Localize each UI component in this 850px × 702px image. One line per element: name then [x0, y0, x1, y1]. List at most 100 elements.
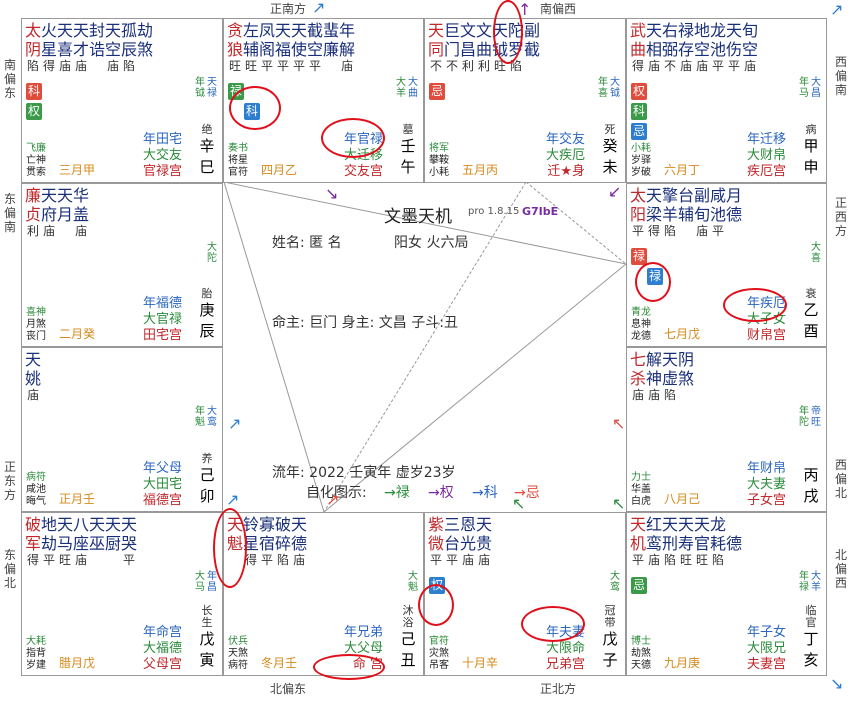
- star-char: 喜: [57, 40, 74, 59]
- palace-role: 大限兄: [746, 641, 786, 656]
- star-char: 咸: [710, 186, 727, 205]
- star-list: 太天擎台副咸月阳梁羊辅旬池德平得陷庙平: [630, 186, 742, 239]
- star-char: 破: [275, 515, 292, 534]
- palace-yin[interactable]: 破地天八天天天军劫马座巫厨哭得平旺庙平大马年昌大耗指背岁建腊月戊年命宫大福德父母…: [21, 512, 223, 676]
- star-char: 太: [25, 21, 42, 40]
- star-brightness: 不: [445, 59, 458, 73]
- star-char: 华: [73, 186, 90, 205]
- sihua-badge: 权: [26, 103, 42, 120]
- arrow-icon: ↑: [518, 0, 532, 19]
- star-char: 解: [339, 40, 356, 59]
- star-brightness: [89, 59, 105, 74]
- star-char: 微: [428, 534, 445, 553]
- star-char: 太: [630, 186, 647, 205]
- star-char: 姚: [25, 369, 42, 388]
- palace-chou[interactable]: 天铃寡破天魁星宿碎德得平陷庙大魁伏兵天煞病符冬月壬年兄弟大父母命 宫沐浴己丑: [223, 512, 424, 676]
- star-char: 火: [41, 21, 58, 40]
- palace-title: 兄弟宫: [545, 657, 585, 672]
- star-char: 破: [25, 515, 42, 534]
- star-char: 杀: [630, 369, 647, 388]
- stem-char: 戊: [199, 630, 215, 648]
- side-stars: 年马大昌: [798, 77, 822, 99]
- month-label: 七月戊: [664, 327, 701, 341]
- palace-wei[interactable]: 天巨文文天陀副同门昌曲钺罗截不不利利旺陷忌年喜大钺将军攀鞍小耗五月丙年交友大疾厄…: [424, 18, 626, 183]
- side-stars: 年钺天禄: [194, 77, 218, 99]
- palace-role: 大官禄: [142, 312, 182, 327]
- palace-role: 大疾厄: [545, 148, 585, 163]
- palace-si[interactable]: 太火天天封天孤劫阴星喜才诰空辰煞陷得庙庙庙陷科权年钺天禄飞廉亡神贯索三月甲年田宅…: [21, 18, 223, 183]
- star-char: 旬: [742, 21, 759, 40]
- palace-role: 年父母: [142, 461, 182, 476]
- star-char: 福: [275, 40, 292, 59]
- star-brightness: [105, 553, 121, 568]
- star-brightness: 陷: [663, 224, 676, 238]
- star-char: 八: [73, 515, 90, 534]
- star-char: 天: [57, 515, 74, 534]
- palace-hai[interactable]: 天红天天天龙机鸾刑寿官耗德平庙陷旺旺陷忌年禄大羊博士劫煞天德九月庚年子女大限兄夫…: [626, 512, 827, 676]
- month-label: 五月丙: [462, 163, 499, 177]
- sihua-badge: 禄: [631, 248, 647, 265]
- star-char: 龙: [710, 21, 727, 40]
- god-name: 官符: [429, 636, 449, 647]
- star-char: 曲: [476, 40, 493, 59]
- palace-title: 子女宫: [746, 493, 786, 508]
- star-char: 天: [476, 515, 493, 534]
- stem-char: 庚: [199, 301, 215, 319]
- palace-names: 年财帛大夫妻子女宫: [747, 461, 786, 509]
- star-brightness: 平: [260, 553, 273, 567]
- side-star-char: 喜: [598, 88, 608, 99]
- palace-chen[interactable]: 廉天天华贞府月盖利庙庙大陀喜神月煞丧门二月癸年福德大官禄田宅宫胎庚辰: [21, 183, 223, 347]
- stem-branch: 沐浴己丑: [398, 605, 418, 671]
- star-char: 空: [307, 40, 324, 59]
- side-star-char: 大: [396, 77, 406, 88]
- direction-top-left: 正南方: [270, 2, 307, 16]
- stem-branch: 胎庚辰: [197, 288, 217, 342]
- direction-right-mid: 西偏北: [834, 458, 847, 500]
- palace-xu[interactable]: 七解天阴杀神虚煞庙庙陷年陀帝旺力士华盖白虎八月己年财帛大夫妻子女宫丙戌: [626, 347, 827, 512]
- life-stage: 衰: [805, 287, 817, 300]
- side-star-char: 年: [195, 406, 205, 417]
- palace-gods: 将军攀鞍小耗: [429, 143, 449, 179]
- stem-char: 辛: [199, 137, 215, 155]
- palace-role: 大田宅: [142, 477, 182, 492]
- star-brightness: 庙: [292, 553, 305, 567]
- arrow-icon: ↙: [608, 182, 622, 201]
- palace-names: 年田宅大交友官禄宫: [143, 132, 182, 180]
- star-char: 马: [57, 534, 74, 553]
- star-list: 七解天阴杀神虚煞庙庙陷: [630, 350, 694, 403]
- palace-mao[interactable]: 天姚庙年魁大鸾病符咸池晦气正月壬年父母大田宅福德宫养己卯: [21, 347, 223, 512]
- palace-zi[interactable]: 紫三恩天微台光贵平平庙庙权大鸾官符灾煞吊客十月辛年夫妻大限命兄弟宫冠带戊子: [424, 512, 626, 676]
- stem-char: 丁: [803, 630, 819, 648]
- palace-gods: 飞廉亡神贯索: [26, 143, 46, 179]
- palace-gods: 大耗指背岁建: [26, 636, 46, 672]
- star-char: 天: [89, 515, 106, 534]
- stem-branch: 长生戊寅: [197, 605, 217, 671]
- star-char: 天: [630, 515, 647, 534]
- arrow-icon: ↗: [226, 490, 240, 509]
- palace-title: 田宅宫: [142, 328, 182, 343]
- life-stage: 沐浴: [402, 604, 414, 629]
- side-star-char: 马: [195, 582, 205, 593]
- palace-shen[interactable]: 武天右禄地龙天旬曲相弼存空池伤空得庙不庙庙平平庙权科忌年马大昌小耗岁驿岁破六月丁…: [626, 18, 827, 183]
- star-char: 弼: [662, 40, 679, 59]
- star-char: 台: [444, 534, 461, 553]
- star-char: 天: [73, 21, 90, 40]
- star-char: 池: [710, 205, 727, 224]
- palace-names: 年交友大疾厄迁★身: [546, 132, 585, 180]
- star-char: 巨: [444, 21, 461, 40]
- star-brightness: 庙: [58, 59, 71, 73]
- god-name: 病符: [26, 472, 46, 483]
- star-char: 宿: [259, 534, 276, 553]
- month-label: 二月癸: [59, 327, 96, 341]
- palace-title: 财帛宫: [746, 328, 786, 343]
- side-star-char: 羊: [396, 88, 406, 99]
- star-char: 阁: [259, 40, 276, 59]
- side-star-char: 年: [195, 77, 205, 88]
- side-star-char: 年: [799, 77, 809, 88]
- star-char: 空: [694, 40, 711, 59]
- star-char: 左: [243, 21, 260, 40]
- star-brightness: 平: [445, 553, 458, 567]
- stem-char: 丙: [803, 466, 819, 484]
- star-brightness: 旺: [679, 553, 692, 567]
- star-char: 虚: [662, 369, 679, 388]
